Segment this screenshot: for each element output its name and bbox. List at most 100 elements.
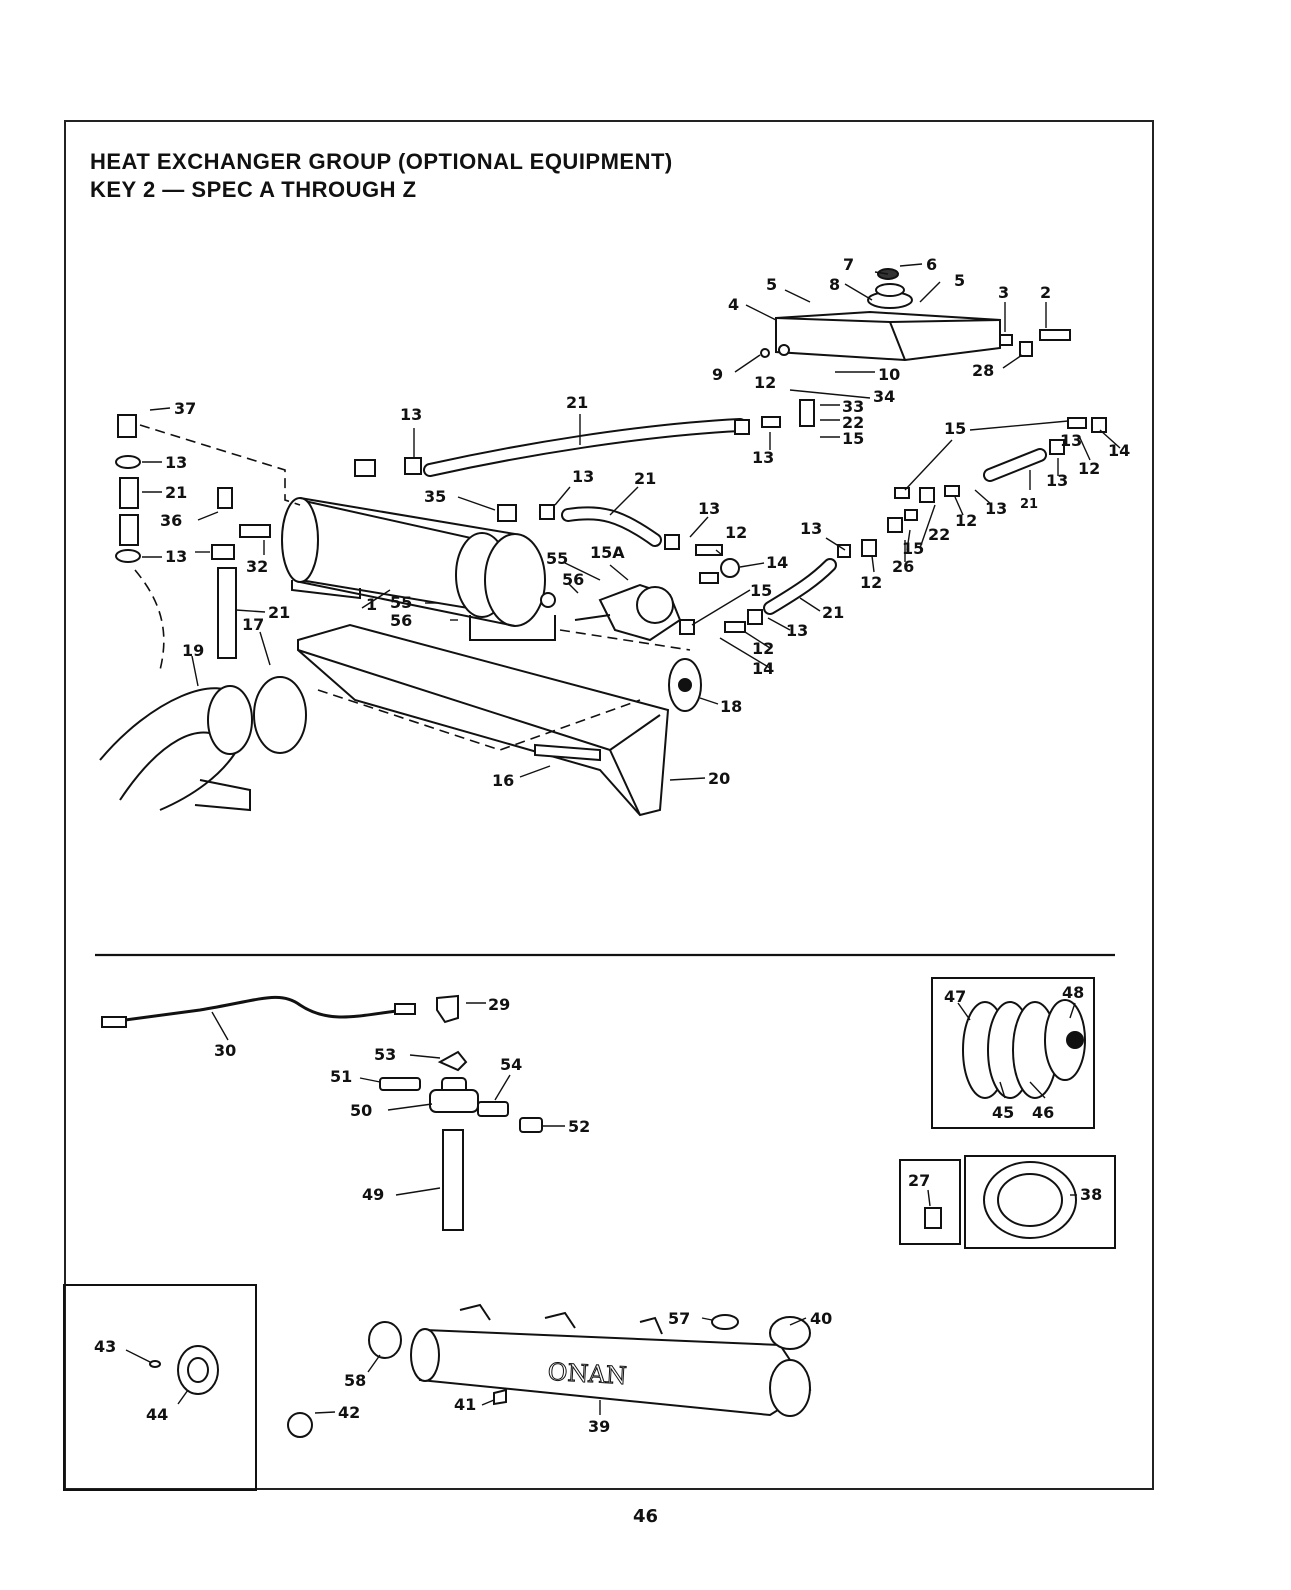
callout-15a: 15 bbox=[842, 429, 864, 448]
callout-37: 37 bbox=[174, 399, 196, 418]
callout-4: 4 bbox=[728, 295, 739, 314]
callout-13c: 13 bbox=[165, 453, 187, 472]
callout-13a: 13 bbox=[752, 448, 774, 467]
callout-1: 1 bbox=[366, 595, 377, 614]
exhaust-manifold bbox=[287, 1303, 812, 1438]
callout-41: 41 bbox=[454, 1395, 476, 1414]
fittings bbox=[115, 329, 1107, 635]
callout-10: 10 bbox=[878, 365, 900, 384]
casting-lettering: ONAN bbox=[547, 1358, 627, 1390]
callout-50: 50 bbox=[350, 1101, 372, 1120]
callout-43: 43 bbox=[94, 1337, 116, 1356]
title-line-1: HEAT EXCHANGER GROUP (OPTIONAL EQUIPMENT… bbox=[90, 149, 673, 174]
callout-46: 46 bbox=[1032, 1103, 1054, 1122]
inset-pulley bbox=[899, 1155, 1116, 1249]
callout-49: 49 bbox=[362, 1185, 384, 1204]
callout-15d: 15 bbox=[944, 419, 966, 438]
callout-14b: 14 bbox=[752, 659, 774, 678]
callout-47: 47 bbox=[944, 987, 966, 1006]
callout-13g: 13 bbox=[786, 621, 808, 640]
mounting-bracket bbox=[297, 623, 670, 817]
title-line-2: KEY 2 — SPEC A THROUGH Z bbox=[90, 177, 417, 202]
callout-22b: 22 bbox=[928, 525, 950, 544]
callout-21e: 21 bbox=[822, 603, 844, 622]
callout-26: 26 bbox=[892, 557, 914, 576]
callout-13k: 13 bbox=[1060, 431, 1082, 450]
callout-9: 9 bbox=[712, 365, 723, 384]
expansion-tank bbox=[775, 268, 1001, 362]
callout-13j: 13 bbox=[1046, 471, 1068, 490]
callout-19: 19 bbox=[182, 641, 204, 660]
tee-assembly bbox=[379, 1050, 543, 1231]
assembly-lines bbox=[134, 424, 691, 751]
callout-2: 2 bbox=[1040, 283, 1051, 302]
callout-13b: 13 bbox=[400, 405, 422, 424]
callout-35: 35 bbox=[424, 487, 446, 506]
callout-55a: 55 bbox=[546, 549, 568, 568]
callout-30: 30 bbox=[214, 1041, 236, 1060]
heat-exchanger bbox=[281, 497, 556, 641]
callout-54: 54 bbox=[500, 1055, 522, 1074]
callout-6: 6 bbox=[926, 255, 937, 274]
callout-13e: 13 bbox=[572, 467, 594, 486]
callout-58: 58 bbox=[344, 1371, 366, 1390]
callout-21c: 21 bbox=[268, 603, 290, 622]
callout-44: 44 bbox=[146, 1405, 168, 1424]
callout-13f: 13 bbox=[698, 499, 720, 518]
callout-5b: 5 bbox=[954, 271, 965, 290]
callout-42: 42 bbox=[338, 1403, 360, 1422]
oil-line bbox=[101, 994, 459, 1028]
callout-48: 48 bbox=[1062, 983, 1084, 1002]
page-number: 46 bbox=[632, 1506, 659, 1527]
callout-29: 29 bbox=[488, 995, 510, 1014]
callout-5a: 5 bbox=[766, 275, 777, 294]
callout-21b: 21 bbox=[165, 483, 187, 502]
callout-51: 51 bbox=[330, 1067, 352, 1086]
callout-14a: 14 bbox=[766, 553, 788, 572]
diagram-frame bbox=[64, 120, 1154, 1490]
callout-labels: 2 3 4 5 5 6 7 8 9 10 28 12 34 33 22 15 1… bbox=[94, 255, 1130, 1436]
callout-15c: 15 bbox=[902, 539, 924, 558]
leader-lines-lower bbox=[125, 1002, 1077, 1415]
inset-seal-kit bbox=[931, 977, 1095, 1129]
callout-56a: 56 bbox=[562, 570, 584, 589]
callout-55b: 55 bbox=[390, 593, 412, 612]
leader-lines bbox=[142, 263, 1121, 781]
callout-12e: 12 bbox=[955, 511, 977, 530]
callout-13i: 13 bbox=[985, 499, 1007, 518]
callout-57: 57 bbox=[668, 1309, 690, 1328]
callout-33: 33 bbox=[842, 397, 864, 416]
callout-32: 32 bbox=[246, 557, 268, 576]
callout-12b: 12 bbox=[725, 523, 747, 542]
callout-27: 27 bbox=[908, 1171, 930, 1190]
callout-21d: 21 bbox=[634, 469, 656, 488]
callout-13d: 13 bbox=[165, 547, 187, 566]
raw-water-pump bbox=[574, 583, 682, 642]
callout-39: 39 bbox=[588, 1417, 610, 1436]
callout-12c: 12 bbox=[752, 639, 774, 658]
callout-52: 52 bbox=[568, 1117, 590, 1136]
diagram-title: HEAT EXCHANGER GROUP (OPTIONAL EQUIPMENT… bbox=[90, 148, 673, 204]
callout-34: 34 bbox=[873, 387, 895, 406]
callout-20: 20 bbox=[708, 769, 730, 788]
callout-14c: 14 bbox=[1108, 441, 1130, 460]
callout-13h: 13 bbox=[800, 519, 822, 538]
callout-56b: 56 bbox=[390, 611, 412, 630]
callout-36: 36 bbox=[160, 511, 182, 530]
callout-28: 28 bbox=[972, 361, 994, 380]
callout-7: 7 bbox=[843, 255, 854, 274]
callout-18: 18 bbox=[720, 697, 742, 716]
callout-38: 38 bbox=[1080, 1185, 1102, 1204]
callout-45: 45 bbox=[992, 1103, 1014, 1122]
callout-22a: 22 bbox=[842, 413, 864, 432]
hoses bbox=[119, 418, 1047, 659]
callout-3: 3 bbox=[998, 283, 1009, 302]
callout-16: 16 bbox=[492, 771, 514, 790]
callout-15A: 15A bbox=[590, 543, 625, 562]
callout-8: 8 bbox=[829, 275, 840, 294]
drive-belt bbox=[99, 676, 307, 812]
callout-12a: 12 bbox=[754, 373, 776, 392]
callout-12f: 12 bbox=[1078, 459, 1100, 478]
pump-pulley bbox=[668, 658, 702, 712]
